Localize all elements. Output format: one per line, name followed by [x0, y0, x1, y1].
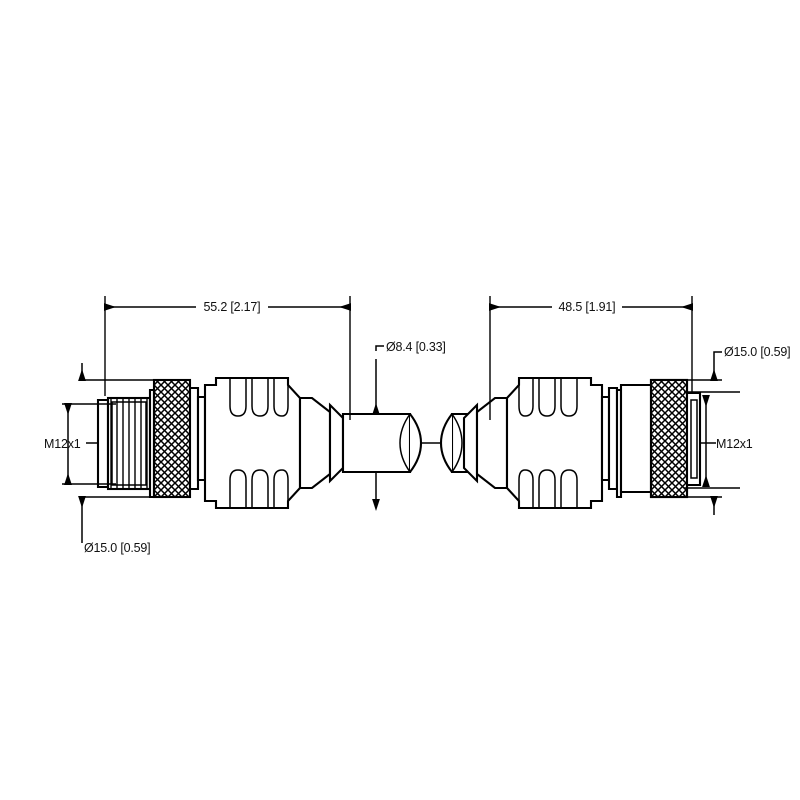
left-thread-barrel: [106, 396, 152, 491]
right-nut-inner-sleeve: [619, 383, 653, 494]
dimension-right-nut-diameter: Ø15.0 [0.59]: [668, 345, 791, 515]
left-front-face-ring: [96, 398, 110, 489]
left-nut-rear-collar: [188, 386, 200, 491]
left-grip-grooves-lower: [229, 469, 289, 508]
cable-left-break-front: [409, 413, 423, 473]
right-socket-end-cap: [685, 391, 702, 487]
left-thread-inner-edge: [111, 401, 147, 486]
right-strain-relief-cone: [475, 396, 509, 490]
left-strain-relief-cone: [298, 396, 332, 490]
dimension-left-thread: M12x1: [44, 403, 116, 485]
dimension-right-length-text: 48.5 [1.91]: [559, 300, 616, 314]
right-socket-bore: [690, 399, 698, 479]
right-grip-grooves-lower: [518, 469, 578, 508]
cable-right-break-back: [451, 413, 463, 473]
right-female-connector: [462, 376, 702, 510]
dimension-right-thread: M12x1: [684, 391, 753, 489]
right-grip-grooves-upper: [518, 378, 578, 417]
dimension-cable-diameter: Ø8.4 [0.33]: [372, 340, 446, 511]
dimension-right-nut-diameter-text: Ø15.0 [0.59]: [724, 345, 790, 359]
left-cable-entry-flange: [328, 402, 345, 484]
right-cable-entry-flange: [462, 402, 479, 484]
dimension-cable-diameter-text: Ø8.4 [0.33]: [386, 340, 446, 354]
dimension-left-nut-diameter-text: Ø15.0 [0.59]: [84, 541, 150, 555]
left-knurled-coupling-nut: [152, 378, 192, 499]
left-male-connector: [96, 376, 345, 510]
dimension-left-length-text: 55.2 [2.17]: [204, 300, 261, 314]
dimension-right-thread-text: M12x1: [716, 437, 753, 451]
right-nut-front-collar: [607, 386, 619, 491]
cable-left-run: [341, 412, 423, 474]
cable-right-break-front: [439, 413, 453, 473]
dimension-right-length: 48.5 [1.91]: [489, 296, 693, 420]
dimension-left-nut-diameter: Ø15.0 [0.59]: [78, 363, 172, 555]
right-overmold-body: [505, 376, 604, 510]
dimension-left-thread-text: M12x1: [44, 437, 81, 451]
left-grip-grooves-upper: [229, 378, 289, 417]
cable-left-break-back: [399, 413, 411, 473]
right-knurl-overlay: [649, 378, 689, 499]
